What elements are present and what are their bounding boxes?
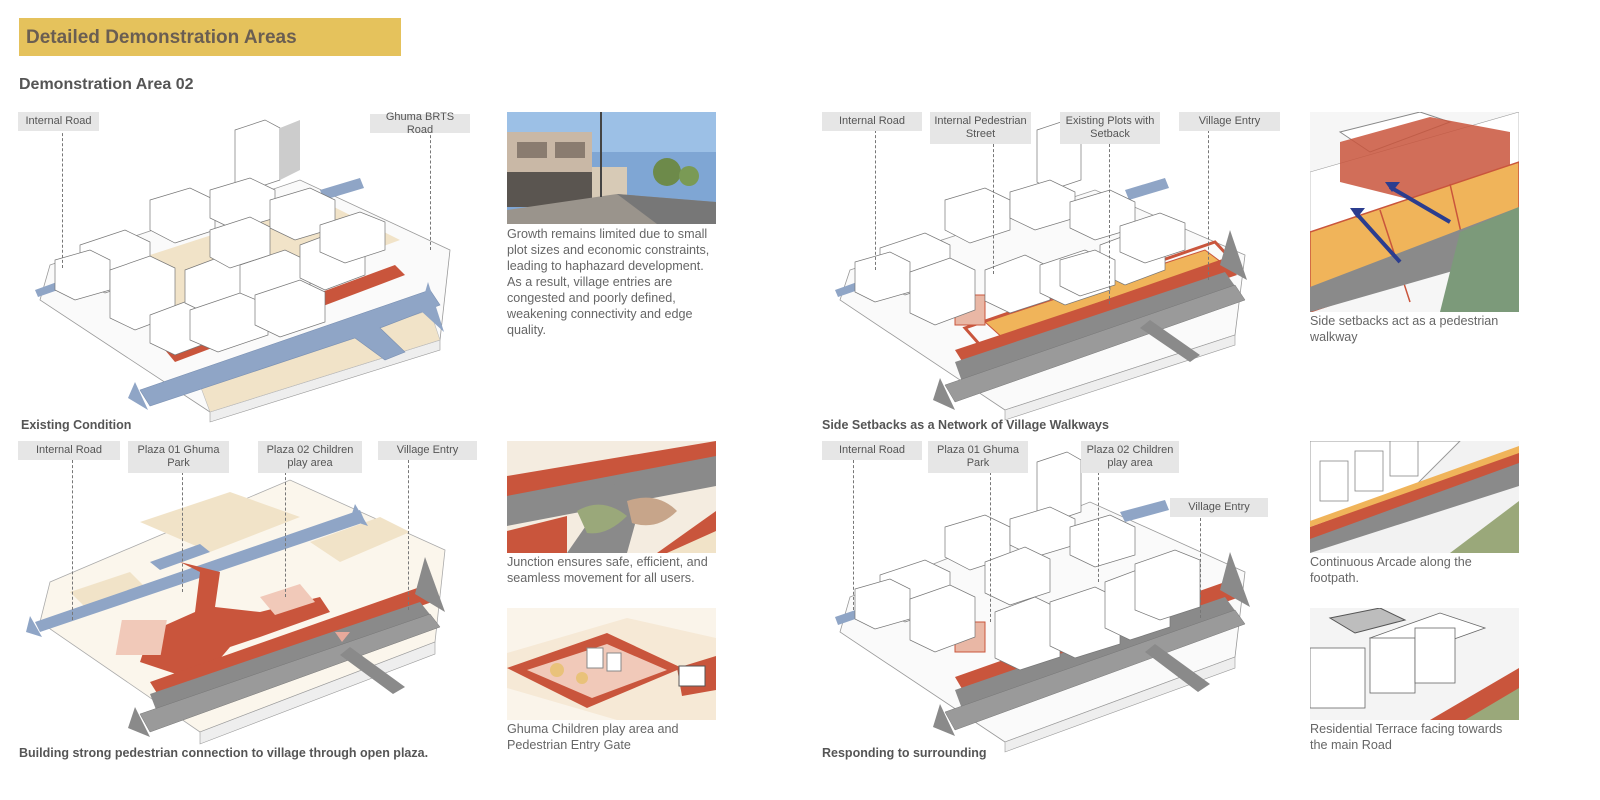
tag-village-entry: Village Entry [1179, 112, 1280, 131]
tag-plaza-01: Plaza 01 Ghuma Park [128, 441, 229, 473]
leader-line [182, 472, 183, 592]
leader-line [1098, 472, 1099, 582]
tag-internal-road: Internal Road [822, 441, 922, 460]
tag-ghuma-brts-road: Ghuma BRTS Road [370, 111, 470, 136]
tag-plaza-02: Plaza 02 Children play area [1081, 441, 1179, 473]
side-setbacks-drawing [835, 119, 1247, 421]
responding-surrounding-drawing [835, 451, 1250, 753]
section-banner: Detailed Demonstration Areas [19, 18, 401, 56]
leader-line [1109, 144, 1110, 304]
text-junction: Junction ensures safe, efficient, and se… [507, 555, 708, 585]
tag-village-entry: Village Entry [378, 441, 477, 460]
leader-line [72, 460, 73, 620]
leader-line [285, 472, 286, 597]
detail-setback-walkway [1310, 112, 1519, 312]
detail-junction [507, 441, 716, 553]
caption-existing-condition: Existing Condition [21, 418, 132, 432]
area-subtitle: Demonstration Area 02 [19, 76, 194, 93]
axonometric-existing-condition: Internal Road Ghuma BRTS Road Existing C… [0, 100, 500, 432]
detail-residential-terrace [1310, 608, 1519, 720]
tag-plaza-02: Plaza 02 Children play area [258, 441, 362, 473]
leader-line [1200, 518, 1201, 618]
tag-internal-road: Internal Road [822, 112, 922, 131]
caption-open-plaza: Building strong pedestrian connection to… [19, 746, 429, 760]
leader-line [408, 460, 409, 610]
detail-children-play-area [507, 608, 716, 720]
axonometric-open-plaza: Internal Road Plaza 01 Ghuma Park Plaza … [0, 432, 500, 772]
leader-line [875, 130, 876, 270]
tag-internal-road: Internal Road [18, 441, 120, 460]
text-continuous-arcade: Continuous Arcade along the footpath. [1310, 555, 1472, 585]
text-growth-description: Growth remains limited due to small plot… [507, 227, 710, 337]
leader-line [1208, 130, 1209, 280]
tag-internal-road: Internal Road [18, 112, 99, 131]
existing-condition-drawing [35, 119, 451, 423]
axonometric-responding-surrounding: Internal Road Plaza 01 Ghuma Park Plaza … [805, 432, 1285, 772]
tag-existing-plots-setback: Existing Plots with Setback [1060, 112, 1160, 144]
text-children-play-area: Ghuma Children play area and Pedestrian … [507, 722, 679, 752]
tag-village-entry: Village Entry [1170, 498, 1268, 517]
leader-line [990, 472, 991, 622]
caption-responding-surrounding: Responding to surrounding [822, 746, 987, 760]
photo-street-view [507, 112, 716, 224]
text-residential-terrace: Residential Terrace facing towards the m… [1310, 722, 1503, 752]
section-title: Detailed Demonstration Areas [26, 27, 297, 48]
leader-line [853, 460, 854, 610]
tag-plaza-01: Plaza 01 Ghuma Park [928, 441, 1028, 473]
caption-side-setbacks: Side Setbacks as a Network of Village Wa… [822, 418, 1109, 432]
detail-continuous-arcade [1310, 441, 1519, 553]
leader-line [62, 128, 63, 268]
leader-line [430, 130, 431, 250]
open-plaza-drawing [26, 479, 446, 745]
tag-internal-pedestrian-street: Internal Pedestrian Street [930, 112, 1031, 144]
text-setback-walkway: Side setbacks act as a pedestrian walkwa… [1310, 314, 1499, 344]
leader-line [993, 144, 994, 274]
axonometric-side-setbacks: Internal Road Internal Pedestrian Street… [805, 100, 1285, 432]
